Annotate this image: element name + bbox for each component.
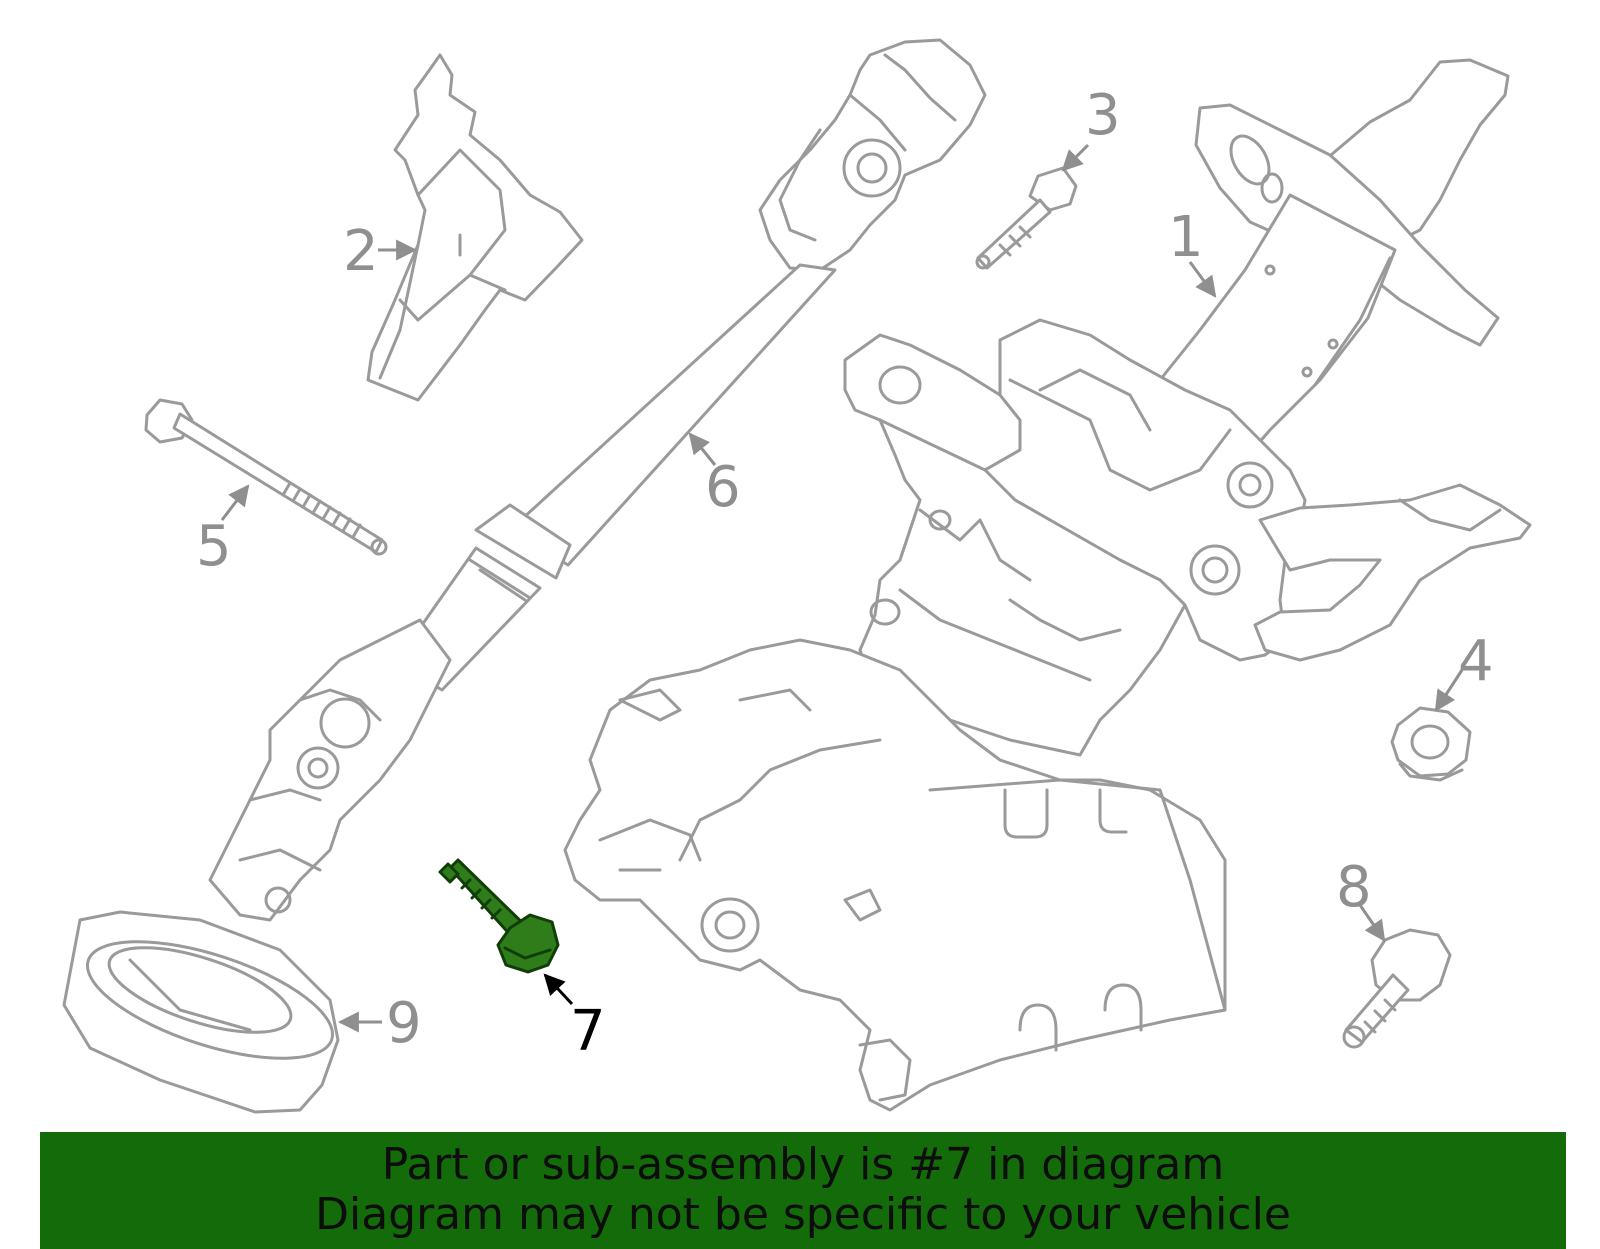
- leader-1: [1188, 261, 1217, 298]
- part-4-nut: [1390, 706, 1472, 782]
- leader-3: [1061, 143, 1090, 172]
- callout-4: 4: [1458, 629, 1494, 694]
- leader-6: [688, 432, 717, 466]
- leader-4: [1434, 669, 1464, 712]
- part-2-bracket: [366, 53, 584, 402]
- banner-line-1: Part or sub-assembly is #7 in diagram: [381, 1139, 1225, 1190]
- part-5-long-bolt: [144, 398, 388, 556]
- part-3-bolt: [975, 166, 1078, 270]
- callout-5: 5: [196, 514, 232, 579]
- leader-8: [1358, 904, 1386, 942]
- callout-7: 7: [570, 999, 606, 1064]
- leader-7: [543, 973, 574, 1006]
- part-6-intermediate-shaft: [208, 38, 987, 922]
- info-banner: Part or sub-assembly is #7 in diagram Di…: [40, 1132, 1566, 1249]
- callout-8: 8: [1336, 855, 1372, 920]
- part-1-steering-column: [563, 58, 1532, 1112]
- callout-9: 9: [386, 991, 422, 1056]
- part-7-bolt-highlighted: [438, 858, 560, 974]
- callout-3: 3: [1085, 83, 1121, 148]
- callout-1: 1: [1168, 205, 1204, 270]
- callout-2: 2: [343, 219, 379, 284]
- banner-line-2: Diagram may not be specific to your vehi…: [315, 1189, 1291, 1240]
- callout-6: 6: [705, 455, 741, 520]
- leader-5: [220, 484, 250, 521]
- part-8-bolt: [1342, 928, 1452, 1049]
- part-9-seal: [62, 910, 340, 1114]
